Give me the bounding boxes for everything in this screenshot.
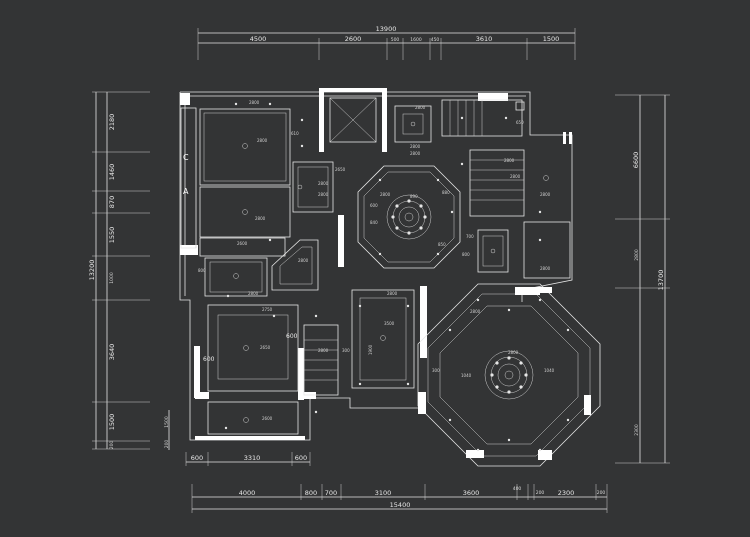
ceiling-label-10: 2800 <box>318 348 329 353</box>
left-dim-1: 2180 <box>108 114 116 131</box>
inner-bottom-dim-1: 600 <box>191 454 203 462</box>
room-600-left: 600 <box>203 356 215 363</box>
ceiling-label-3: 2600 <box>237 241 248 246</box>
left-dim-3: 870 <box>108 196 116 208</box>
ceiling-label-12: 2800 <box>410 144 421 149</box>
ceiling-label-13: 2800 <box>410 151 421 156</box>
ceiling-label-6: 2800 <box>298 258 309 263</box>
ceiling-label-15: 2800 <box>318 181 329 186</box>
small-label-13: 1040 <box>544 368 555 373</box>
small-label-9: 700 <box>466 234 474 239</box>
bottom-dim-8: 2300 <box>558 489 575 497</box>
small-label-16: 2800 <box>318 192 329 197</box>
marker-c: C <box>183 153 189 162</box>
right-dim-1: 6600 <box>632 152 640 169</box>
bottom-dim-5: 3600 <box>463 489 480 497</box>
ceiling-label-17: 2800 <box>510 174 521 179</box>
ceiling-light-markers <box>224 102 570 452</box>
left-dim-4: 1550 <box>108 227 116 244</box>
top-dim-3: 500 <box>391 37 400 43</box>
inner-bottom-dimension-chain: 600 3310 600 <box>185 452 311 466</box>
room-top-left: 2800 2800 2600 2800 610 <box>199 100 299 257</box>
small-label-6: 880 <box>442 190 450 195</box>
small-label-2: 800 <box>198 268 206 273</box>
top-dim-5: 450 <box>431 37 440 43</box>
marker-a: A <box>183 187 189 196</box>
ceiling-label-19: 2800 <box>540 266 551 271</box>
ceiling-label-20: 2800 <box>380 192 391 197</box>
central-octagon: 890 880 840 850 2800 700 <box>357 165 509 273</box>
top-center-rooms: 2800 2800 2800 2650 2800 <box>292 88 432 213</box>
inner-bottom-dim-3: 600 <box>295 454 307 462</box>
ceiling-label-9: 2600 <box>262 416 273 421</box>
lower-right-octagon: 1040 1040 300 <box>417 283 601 467</box>
bottom-dim-6: 400 <box>513 486 522 492</box>
top-dim-2: 2600 <box>345 35 362 43</box>
bottom-dim-2: 800 <box>305 489 317 497</box>
right-dim-3: 2300 <box>634 424 640 436</box>
bottom-dim-7: 200 <box>536 490 545 496</box>
top-dim-6: 3610 <box>476 35 493 43</box>
left-inner-dim-2: 200 <box>164 440 170 449</box>
left-dim-2: 1460 <box>108 164 116 181</box>
bottom-dimension-chain: 4000 800 700 3100 3600 400 200 2300 200 … <box>191 484 608 513</box>
ceiling-label-21: 2800 <box>387 291 398 296</box>
left-dim-7: 1500 <box>108 414 116 431</box>
left-inner-dim-1: 1500 <box>164 416 170 428</box>
bottom-dim-3: 700 <box>325 489 337 497</box>
left-dim-5: 1000 <box>109 272 115 284</box>
small-label-8: 850 <box>438 242 446 247</box>
small-label-3: 300 <box>342 348 350 353</box>
top-dimension-chain: 13900 4500 2600 500 1600 450 3610 1500 <box>197 25 576 60</box>
ceiling-label-2: 2800 <box>255 216 266 221</box>
left-dim-6: 3640 <box>108 344 116 361</box>
small-label-5: 890 <box>410 194 418 199</box>
bottom-dim-9: 200 <box>597 490 606 496</box>
room-600-right: 600 <box>286 333 298 340</box>
bottom-total-dim: 15400 <box>390 501 411 509</box>
inner-bottom-dim-2: 3310 <box>244 454 261 462</box>
small-label-11: 3500 <box>384 321 395 326</box>
ceiling-label-11: 2800 <box>415 105 426 110</box>
small-label-15: 800 <box>462 252 470 257</box>
room-center-bottom: 1900 3500 2800 <box>351 289 415 389</box>
ceiling-label-8: 2750 <box>262 307 273 312</box>
room-left-mid: 800 2800 2800 <box>198 239 319 297</box>
left-dim-8: 200 <box>109 441 115 450</box>
small-label-4: 650 <box>516 120 524 125</box>
small-label-7: 840 <box>370 220 378 225</box>
small-label-12: 1040 <box>461 373 472 378</box>
right-total-dim: 13700 <box>657 270 665 291</box>
ceiling-label-14: 2650 <box>335 167 346 172</box>
small-label-1: 610 <box>291 131 299 136</box>
small-label-14: 300 <box>432 368 440 373</box>
top-dim-1: 4500 <box>250 35 267 43</box>
left-corridor: C A <box>180 107 197 249</box>
top-dim-7: 1500 <box>543 35 560 43</box>
top-dim-4: 1600 <box>410 37 422 43</box>
bottom-dim-1: 4000 <box>239 489 256 497</box>
ceiling-label-16: 2800 <box>504 158 515 163</box>
ceiling-label-7: 2650 <box>260 345 271 350</box>
ceiling-label-5: 2800 <box>248 291 259 296</box>
left-dimension-chain: 13200 2180 1460 870 1550 1000 3640 1500 … <box>88 91 170 450</box>
room-lower-left: 2650 2750 600 600 2600 300 2800 <box>203 304 350 435</box>
small-label-17: 600 <box>370 203 378 208</box>
small-label-18: 2800 <box>508 350 519 355</box>
right-dimension-chain: 6600 2800 2300 13700 <box>615 94 670 464</box>
top-total-dim: 13900 <box>376 25 397 33</box>
left-total-dim: 13200 <box>88 260 96 281</box>
small-label-10: 1900 <box>368 344 373 355</box>
right-dim-2: 2800 <box>634 249 640 261</box>
extra-ceiling-labels: 800 2800 2800 600 2800 <box>318 192 519 355</box>
upper-right-rooms: 650 2800 2800 2800 2800 <box>441 99 571 279</box>
bottom-dim-4: 3100 <box>375 489 392 497</box>
ceiling-label-4: 2800 <box>249 100 260 105</box>
ceiling-label-18: 2800 <box>540 192 551 197</box>
ceiling-label-22: 2800 <box>470 309 481 314</box>
ceiling-label-1: 2800 <box>257 138 268 143</box>
